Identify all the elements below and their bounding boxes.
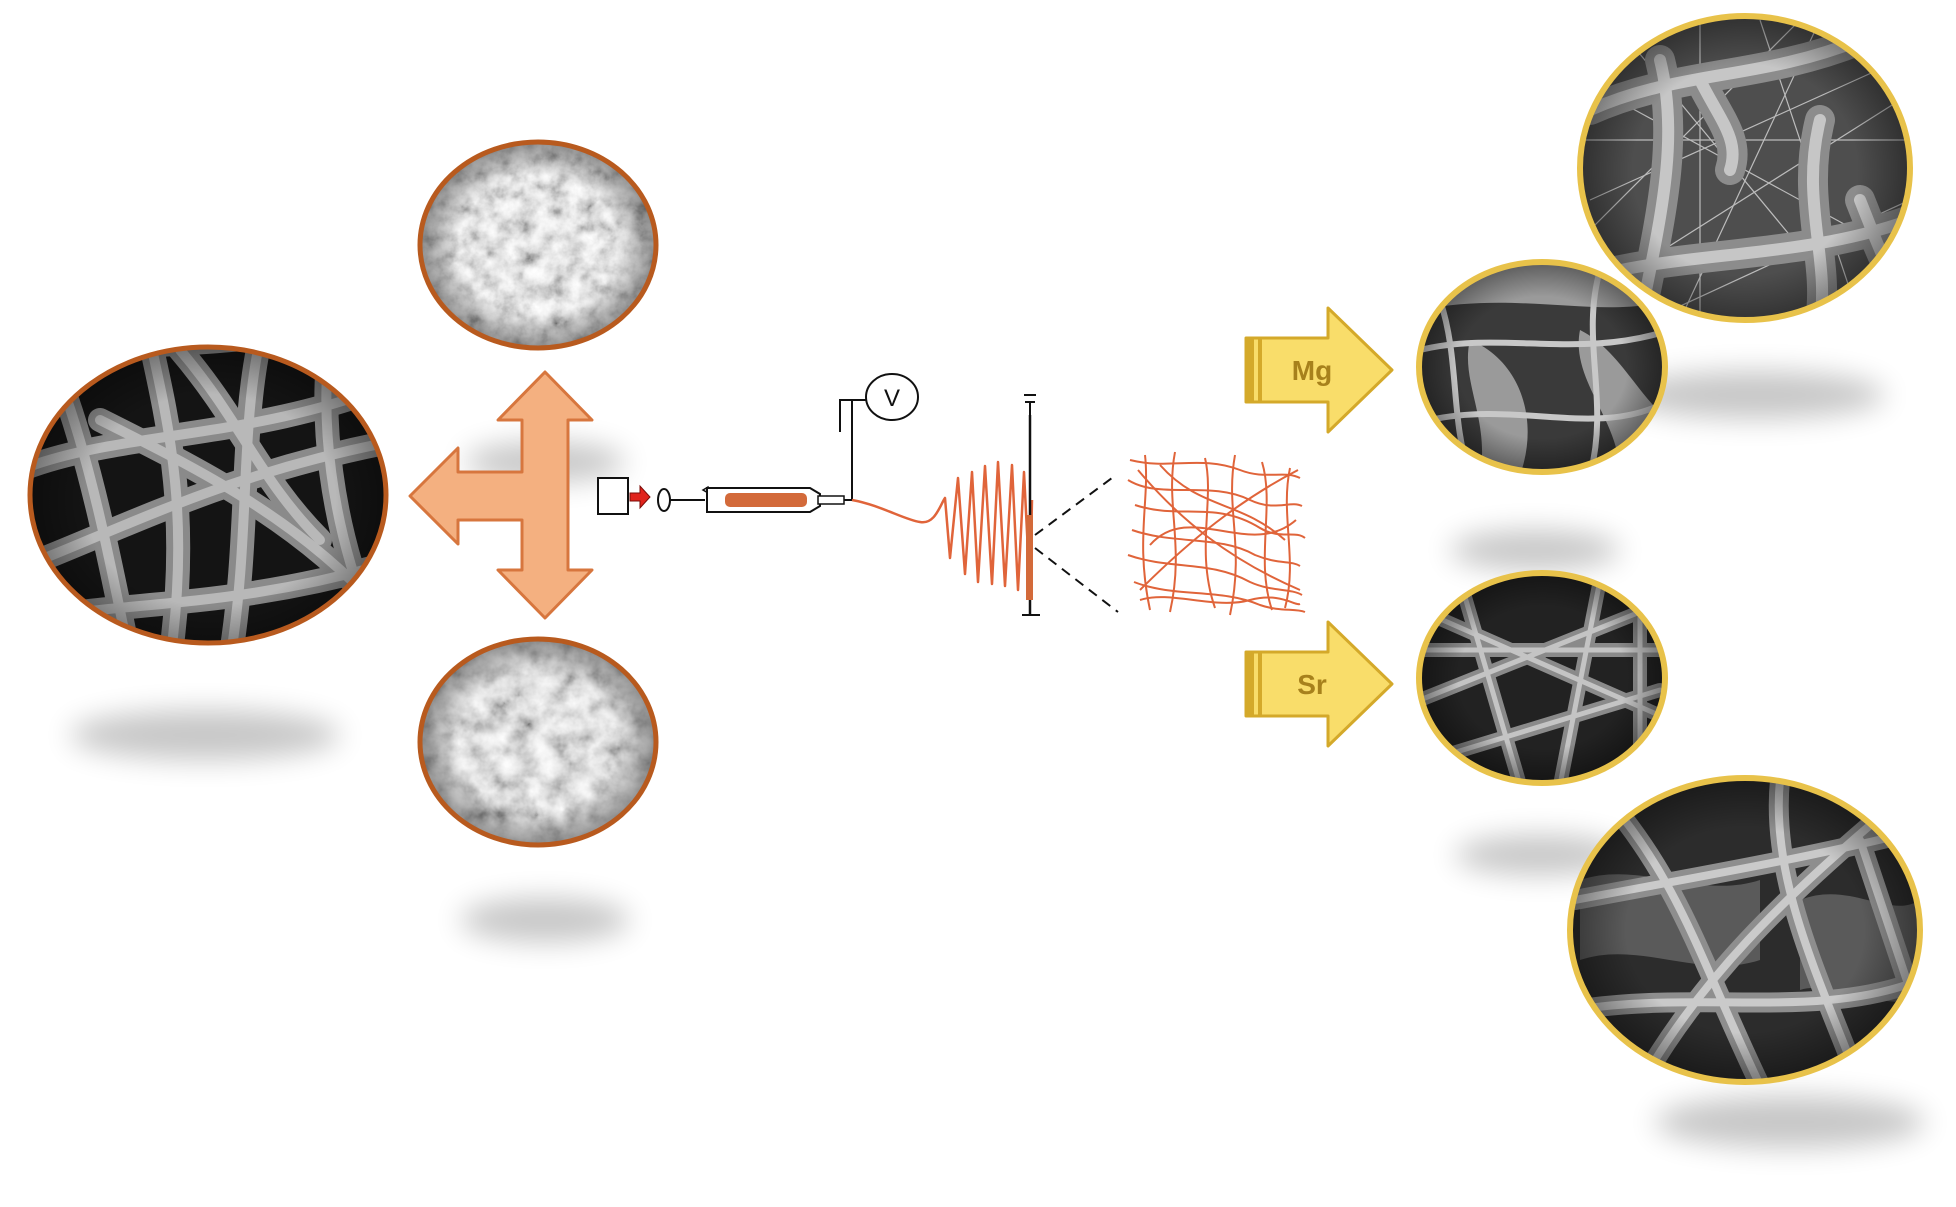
three-way-arrow [408, 370, 594, 620]
voltage-source-icon: V [865, 373, 919, 421]
red-push-arrow [629, 484, 651, 510]
mg-label: Mg [1292, 355, 1332, 386]
fiber-mat-icon [1127, 451, 1306, 616]
syringe-pump-icon [597, 477, 629, 515]
drop-shadows [70, 371, 1925, 1148]
sem-image-mg-small [1416, 259, 1668, 475]
whipping-jet [851, 460, 1034, 594]
sem-image-fibers-large [27, 344, 389, 646]
collector-plate-icon [1022, 394, 1040, 616]
sem-image-mg-large [1577, 13, 1913, 323]
sr-arrow: Sr [1244, 620, 1394, 748]
sem-image-sr-large [1567, 775, 1923, 1085]
sem-image-powder-bottom [417, 636, 659, 848]
electrospinning-setup: V [597, 373, 1119, 616]
mg-arrow: Mg [1244, 306, 1394, 434]
sem-image-powder-top [417, 139, 659, 351]
sr-label: Sr [1297, 669, 1327, 700]
syringe-icon [657, 485, 852, 513]
sem-image-sr-small [1416, 570, 1668, 786]
voltage-label: V [884, 385, 900, 412]
